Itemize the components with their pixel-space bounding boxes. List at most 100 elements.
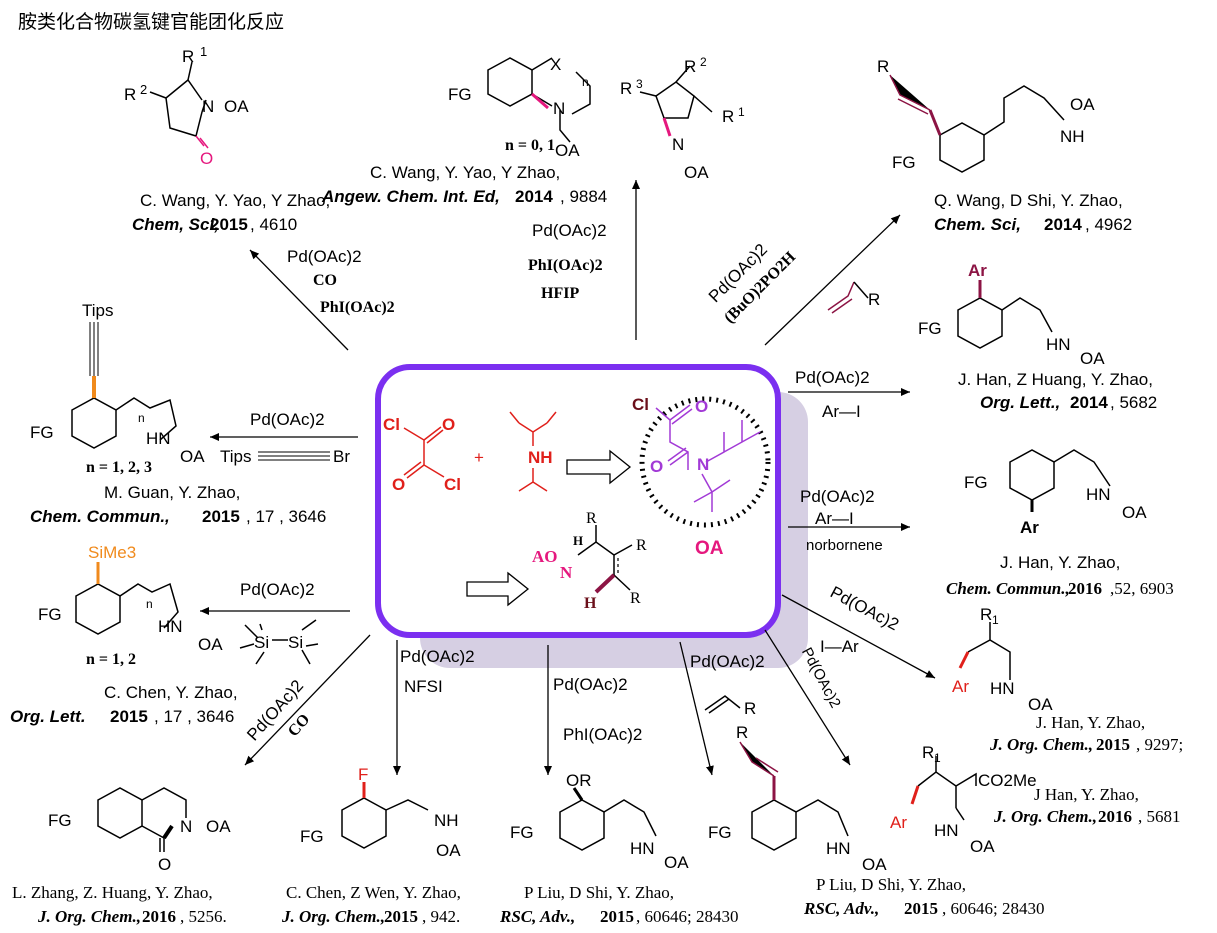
product-olefination: R OA NH FG <box>877 57 1095 173</box>
substrate: AO N H R R R H <box>532 510 647 612</box>
svg-text:1: 1 <box>200 44 207 59</box>
svg-text:FG: FG <box>48 811 72 830</box>
ref-sp3-arylation: J. Han, Y. Zhao, J. Org. Chem., 2015 , 9… <box>989 713 1183 754</box>
svg-text:Ar—I: Ar—I <box>822 402 861 421</box>
svg-text:, 60646; 28430: , 60646; 28430 <box>942 899 1044 918</box>
cond-sp3-arylation: Pd(OAc)2 I—Ar <box>820 583 902 656</box>
svg-text:n: n <box>138 411 145 425</box>
svg-text:HN: HN <box>826 839 851 858</box>
product-sp3-arylation2: R 1 CO2Me Ar HN OA <box>890 743 1037 856</box>
svg-text:n: n <box>146 597 153 611</box>
svg-text:X: X <box>550 55 561 74</box>
svg-text:OA: OA <box>862 855 887 874</box>
svg-text:FG: FG <box>510 823 534 842</box>
svg-text:J. Org. Chem.,: J. Org. Chem., <box>989 735 1093 754</box>
page-title: 胺类化合物碳氢键官能团化反应 <box>18 11 284 33</box>
svg-text:R: R <box>586 510 597 527</box>
svg-text:R: R <box>744 699 756 718</box>
svg-text:PhI(OAc)2: PhI(OAc)2 <box>563 725 642 744</box>
oa-highlight-circle <box>639 396 771 528</box>
svg-text:, 17 , 3646: , 17 , 3646 <box>246 507 326 526</box>
svg-text:FG: FG <box>892 153 916 172</box>
svg-text:OA: OA <box>206 817 231 836</box>
svg-text:HN: HN <box>146 429 171 448</box>
svg-text:J. Org. Chem.,: J. Org. Chem., <box>281 907 385 926</box>
svg-text:Chem. Commun.,: Chem. Commun., <box>30 507 170 526</box>
cond-olefination2: Pd(OAc)2 R <box>690 652 765 718</box>
svg-text:R: R <box>922 743 934 762</box>
svg-text:I—Ar: I—Ar <box>820 637 859 656</box>
svg-text:Q. Wang, D Shi, Y. Zhao,: Q. Wang, D Shi, Y. Zhao, <box>934 191 1123 210</box>
svg-text:, 942.: , 942. <box>422 907 460 926</box>
svg-text:J. Org. Chem.,: J. Org. Chem., <box>993 807 1097 826</box>
reagent-n: N <box>697 455 709 474</box>
ref-olefination2: P Liu, D Shi, Y. Zhao, RSC, Adv., 2015 ,… <box>803 875 1044 918</box>
svg-text:J. Org. Chem.,: J. Org. Chem., <box>37 907 141 926</box>
svg-text:J Han, Y. Zhao,: J Han, Y. Zhao, <box>1034 785 1139 804</box>
cond-alkynylation: Pd(OAc)2 Tips Br <box>220 410 350 466</box>
svg-text:Chem. Sci,: Chem. Sci, <box>934 215 1021 234</box>
hollow-arrow-1 <box>566 449 632 485</box>
svg-text:3: 3 <box>636 77 643 91</box>
svg-text:OA: OA <box>664 853 689 872</box>
svg-text:Pd(OAc)2: Pd(OAc)2 <box>690 652 765 671</box>
svg-text:Ar: Ar <box>1020 518 1039 537</box>
svg-text:OA: OA <box>1122 503 1147 522</box>
svg-text:n = 0, 1: n = 0, 1 <box>505 137 555 154</box>
svg-text:2015: 2015 <box>904 899 938 918</box>
svg-text:N: N <box>672 135 684 154</box>
product-olefination2: R FG HN OA <box>708 723 887 874</box>
ref-arylation: J. Han, Z Huang, Y. Zhao, Org. Lett., 20… <box>958 370 1157 412</box>
svg-text:R: R <box>980 605 992 624</box>
svg-text:FG: FG <box>300 827 324 846</box>
svg-text:n = 1, 2, 3: n = 1, 2, 3 <box>86 459 152 476</box>
diisopropylamine <box>509 411 557 492</box>
svg-text:FG: FG <box>30 423 54 442</box>
svg-text:Pd(OAc)2: Pd(OAc)2 <box>250 410 325 429</box>
arrow-carbonylation <box>244 634 371 766</box>
svg-text:HN: HN <box>630 839 655 858</box>
ref-carbonylation: L. Zhang, Z. Huang, Y. Zhao, J. Org. Che… <box>12 883 227 926</box>
svg-text:Pd(OAc)2: Pd(OAc)2 <box>800 487 875 506</box>
product-meta-arylation: FG Ar HN OA <box>964 449 1147 537</box>
svg-text:PhI(OAc)2: PhI(OAc)2 <box>320 299 395 316</box>
svg-text:C. Chen, Z Wen, Y. Zhao,: C. Chen, Z Wen, Y. Zhao, <box>286 883 461 902</box>
product-amination: FG X N OA n n = 0, 1 R 3 R 2 R 1 N OA <box>448 55 745 182</box>
product-silylation: SiMe3 FG HN OA n n = 1, 2 <box>38 543 223 668</box>
svg-text:Pd(OAc)2: Pd(OAc)2 <box>553 675 628 694</box>
svg-text:OA: OA <box>1070 95 1095 114</box>
svg-text:, 9297;: , 9297; <box>1136 735 1183 754</box>
svg-text:C. Chen, Y. Zhao,: C. Chen, Y. Zhao, <box>104 683 238 702</box>
svg-text:NH: NH <box>1060 127 1085 146</box>
svg-text:R: R <box>124 85 136 104</box>
svg-text:FG: FG <box>918 319 942 338</box>
svg-text:n: n <box>582 75 589 89</box>
svg-text:PhI(OAc)2: PhI(OAc)2 <box>528 257 603 274</box>
svg-text:FG: FG <box>964 473 988 492</box>
arrow-sp3-arylation2 <box>764 629 851 766</box>
svg-text:OA: OA <box>1080 349 1105 368</box>
svg-text:, 4962: , 4962 <box>1085 215 1132 234</box>
svg-text:O: O <box>158 855 171 874</box>
svg-text:R: R <box>636 537 647 554</box>
svg-text:Br: Br <box>333 447 350 466</box>
reagent-o1: O <box>695 397 708 416</box>
svg-text:CO: CO <box>285 711 314 740</box>
svg-text:,52, 6903: ,52, 6903 <box>1110 579 1174 598</box>
vinyl-r-reagent: R <box>827 281 880 314</box>
svg-text:R: R <box>868 290 880 309</box>
svg-text:R: R <box>722 107 734 126</box>
oxalyl-chloride: Cl O O Cl <box>383 415 461 494</box>
ref-lactam: C. Wang, Y. Yao, Y Zhao, Chem, Sci, 2015… <box>132 191 330 234</box>
svg-text:N: N <box>553 99 565 118</box>
svg-text:, 17 , 3646: , 17 , 3646 <box>154 707 234 726</box>
svg-text:OA: OA <box>684 163 709 182</box>
arrow-olefination2 <box>679 641 714 776</box>
svg-text:J. Han, Y. Zhao,: J. Han, Y. Zhao, <box>1000 553 1120 572</box>
svg-text:HN: HN <box>158 617 183 636</box>
product-lactam: R 1 R 2 N OA O <box>124 44 249 168</box>
svg-text:, 60646; 28430: , 60646; 28430 <box>636 907 738 926</box>
product-arylation: Ar FG HN OA <box>918 261 1105 368</box>
svg-text:R: R <box>620 79 632 98</box>
